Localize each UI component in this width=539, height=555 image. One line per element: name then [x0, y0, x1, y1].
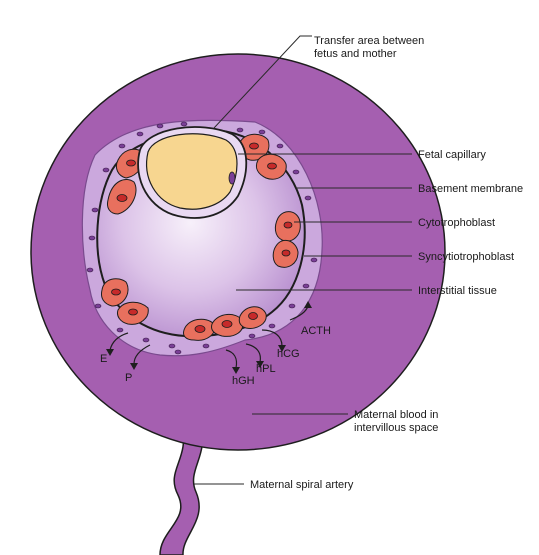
- hormone-label-e: E: [100, 353, 107, 365]
- label-maternal-blood-2: intervillous space: [354, 422, 438, 434]
- label-syncytiotrophoblast: Syncytiotrophoblast: [418, 251, 514, 263]
- label-fetal-capillary: Fetal capillary: [418, 149, 486, 161]
- hormone-label-hpl: hPL: [256, 363, 276, 375]
- leader-lines: [194, 35, 412, 485]
- hormone-label-p: P: [125, 372, 132, 384]
- label-basement-membrane: Basement membrane: [418, 183, 523, 195]
- capillary-endothelial-nucleus: [228, 171, 236, 185]
- cytotrophoblast-cells-top: [239, 133, 287, 180]
- maternal-spiral-artery: [159, 424, 204, 555]
- label-maternal-blood-1: Maternal blood in: [354, 409, 438, 421]
- label-transfer-area-2: fetus and mother: [314, 48, 397, 60]
- label-cytotrophoblast: Cytotrophoblast: [418, 217, 495, 229]
- syncytiotrophoblast-nuclei: [86, 121, 318, 355]
- cytotrophoblast-cells-right: [272, 211, 301, 268]
- label-maternal-spiral-artery: Maternal spiral artery: [250, 479, 354, 491]
- hormone-arrowheads: [106, 301, 312, 374]
- cytotrophoblast-cells-left: [101, 148, 149, 325]
- hormone-label-acth: ACTH: [301, 325, 331, 337]
- cytotrophoblast-cells-bottom: [183, 306, 267, 341]
- hormone-label-hcg: hCG: [277, 348, 300, 360]
- label-transfer-area-1: Transfer area between: [314, 35, 424, 47]
- label-interstitial-tissue: Interstitial tissue: [418, 285, 497, 297]
- hormone-label-hgh: hGH: [232, 375, 255, 387]
- fetal-capillary: [146, 133, 238, 210]
